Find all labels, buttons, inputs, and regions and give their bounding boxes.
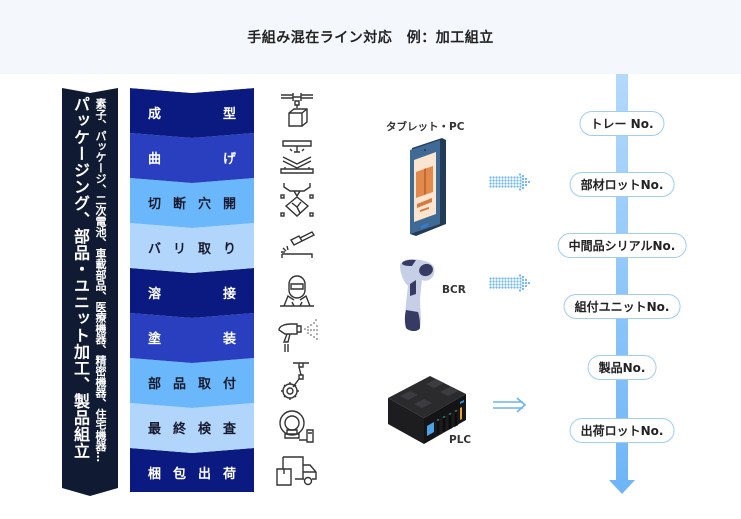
header: 手組み混在ライン対応 例：加工組立 xyxy=(0,0,741,74)
cnc-machine-icon xyxy=(274,88,320,133)
double-arrow-icon xyxy=(493,396,527,418)
diagram-title: 手組み混在ライン対応 例：加工組立 xyxy=(247,30,494,46)
stage-band xyxy=(130,178,254,228)
stage-char: 装 xyxy=(222,332,236,347)
stage-band xyxy=(130,313,254,363)
device-label-tablet: タブレット・PC xyxy=(386,121,465,133)
stage-label: 成型 xyxy=(130,90,254,135)
industry-banner: パッケージング、部品・ユニット加工、製品組立 素子、パッケージ、二次電池、車載部… xyxy=(62,88,118,496)
process-stages: 成型曲げ切断穴開バリ取り溶接塗装部品取付最終検査梱包出荷 xyxy=(130,88,254,492)
stage-char: 品 xyxy=(172,377,186,392)
stage-char: 終 xyxy=(172,422,186,437)
stage-bands xyxy=(130,88,254,492)
stage-char: 成 xyxy=(148,107,162,122)
stage-char: 出 xyxy=(197,467,211,482)
id-pill: トレー No. xyxy=(579,111,665,136)
press-bending-icon xyxy=(274,133,320,178)
stage-char: 切 xyxy=(148,197,162,212)
stage-char: 荷 xyxy=(222,467,236,482)
stage-char: 断 xyxy=(172,197,186,212)
banner-shape xyxy=(62,88,118,496)
stage-char: 開 xyxy=(222,197,236,212)
stage-band xyxy=(130,88,254,138)
industry-sub-text: 素子、パッケージ、二次電池、車載部品、医療機器、精密機器、住宅機器… xyxy=(94,98,107,462)
stage-band xyxy=(130,403,254,453)
stage-band xyxy=(130,268,254,318)
robot-arm-gear-icon xyxy=(274,358,320,403)
id-pill: 部材ロットNo. xyxy=(569,172,675,197)
stage-char: 曲 xyxy=(148,152,162,167)
stage-char: 梱 xyxy=(148,467,162,482)
stage-char: 取 xyxy=(197,377,211,392)
stage-char: り xyxy=(222,242,236,257)
stage-label: 梱包出荷 xyxy=(130,450,254,495)
stage-band xyxy=(130,448,254,492)
scanner-inspection-icon xyxy=(274,403,320,448)
stage-label: 切断穴開 xyxy=(130,180,254,225)
stage-char: 溶 xyxy=(148,287,162,302)
device-label-plc: PLC xyxy=(449,434,472,446)
stage-char: 部 xyxy=(148,377,162,392)
welder-icon xyxy=(274,268,320,313)
device-label-bcr: BCR xyxy=(442,284,466,296)
stage-char: 最 xyxy=(148,422,162,437)
stage-label: 塗装 xyxy=(130,315,254,360)
stage-top-notch xyxy=(130,88,254,93)
id-pill: 中間品シリアルNo. xyxy=(557,233,687,258)
stage-char: 取 xyxy=(197,242,211,257)
barcode-reader-icon xyxy=(398,258,438,336)
stage-label: 部品取付 xyxy=(130,360,254,405)
stage-char: 型 xyxy=(222,107,236,122)
stage-char: リ xyxy=(172,242,186,257)
stage-char: げ xyxy=(222,152,236,167)
dotted-arrow-icon xyxy=(489,274,531,296)
stage-char: 塗 xyxy=(148,332,162,347)
stage-label: 溶接 xyxy=(130,270,254,315)
timeline-arrow xyxy=(609,74,635,494)
stage-band xyxy=(130,358,254,408)
tablet-icon xyxy=(406,138,446,240)
plc-controller-icon xyxy=(386,374,466,448)
hammer-deburring-icon xyxy=(274,223,320,268)
stage-label: 曲げ xyxy=(130,135,254,180)
id-pill: 出荷ロットNo. xyxy=(569,418,675,443)
stage-char: 包 xyxy=(172,467,186,482)
id-pill: 製品No. xyxy=(587,355,657,380)
stage-char: 接 xyxy=(222,287,236,302)
id-pill: 組付ユニットNo. xyxy=(563,294,681,319)
stage-band xyxy=(130,133,254,183)
stage-char: バ xyxy=(148,242,162,257)
laser-cutting-icon xyxy=(274,178,320,223)
stage-char: 穴 xyxy=(197,197,211,212)
spray-gun-icon xyxy=(274,313,320,358)
timeline-arrow-shape xyxy=(609,74,635,494)
stage-char: 検 xyxy=(197,422,211,437)
stage-char: 付 xyxy=(222,377,236,392)
stage-band xyxy=(130,223,254,273)
stage-label: バリ取り xyxy=(130,225,254,270)
stage-char: 査 xyxy=(222,422,236,437)
stage-label: 最終検査 xyxy=(130,405,254,450)
delivery-truck-icon xyxy=(274,448,320,493)
industry-main-text: パッケージング、部品・ユニット加工、製品組立 xyxy=(71,96,90,459)
dotted-arrow-icon xyxy=(489,173,531,195)
